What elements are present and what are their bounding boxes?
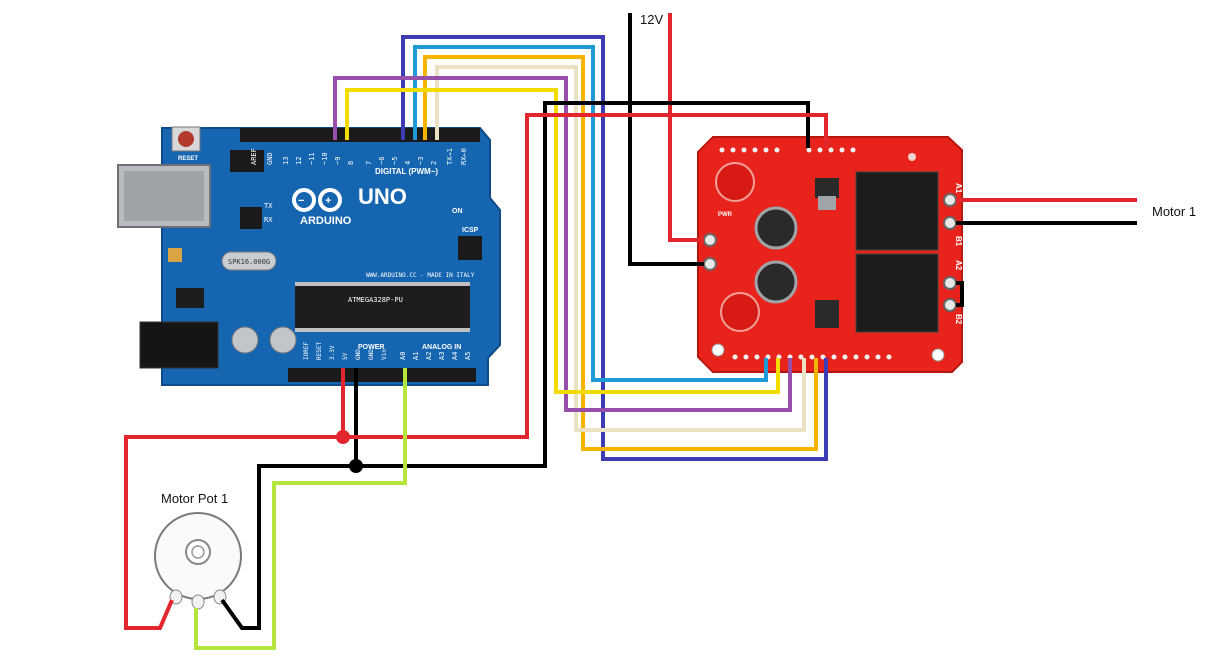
wire-purple: [333, 76, 792, 412]
analog-label: ANALOG IN: [422, 344, 461, 351]
pin-label: 12: [295, 157, 303, 165]
pwr-terminal-minus: [703, 257, 717, 271]
pin-label: IOREF: [303, 342, 310, 360]
pin-label: GND: [266, 152, 274, 165]
pin-label: ~10: [321, 152, 329, 165]
pin-label: ~11: [308, 152, 316, 165]
terminal-label: B1: [954, 236, 963, 247]
pin-label: ~9: [334, 157, 342, 165]
crystal-label: SPK16.000G: [228, 258, 270, 266]
tx-label: TX: [264, 202, 273, 210]
pot-shaft: [185, 539, 211, 565]
pin-label: A5: [464, 352, 472, 360]
terminal-label: A2: [954, 260, 963, 271]
wire-5v-red: [341, 113, 828, 439]
pin-label: 5V: [342, 352, 349, 360]
pin-label: A0: [399, 352, 407, 360]
usb-chip: [240, 207, 262, 229]
pin-label: A3: [438, 352, 446, 360]
motor-driver-shield: PWR A1 B1 A2 B2: [697, 136, 963, 373]
crystal: [221, 251, 277, 271]
svg-text:+: +: [325, 195, 331, 207]
pin-label: 3.3V: [329, 345, 336, 360]
pwr-terminal-plus: [703, 233, 717, 247]
pin-label: 8: [347, 161, 355, 165]
pin-label: ~3: [417, 157, 425, 165]
power-pin-labels: IOREF RESET 3.3V 5V GND GND Vin: [303, 342, 388, 360]
wire-blue: [401, 35, 828, 461]
icsp-label: ICSP: [462, 227, 479, 234]
wire-12v-red: [668, 13, 704, 242]
terminal-label: A1: [954, 183, 963, 194]
potentiometer: [154, 512, 242, 610]
junction-gnd: [349, 459, 363, 473]
on-label: ON: [452, 208, 463, 215]
wire-pot-green: [194, 368, 407, 650]
pin-label: TX→1: [446, 148, 454, 165]
website-label: WWW.ARDUINO.CC - MADE IN ITALY: [366, 272, 475, 279]
motor-label: Motor 1: [1152, 204, 1196, 219]
capacitor: [269, 326, 297, 354]
analog-header: [398, 368, 476, 382]
pin-label: A4: [451, 352, 459, 360]
rx-label: RX: [264, 216, 273, 224]
motor-terminals: A1 B1 A2 B2: [943, 183, 963, 325]
chip-label: ATMEGA328P-PU: [348, 296, 403, 304]
shield-capacitor: [754, 260, 798, 304]
pin-label: A2: [425, 352, 433, 360]
driver-chip: [855, 171, 939, 251]
arduino-uno-board: RESET AREF GND 13 12 ~11 ~10 ~9 8 7 ~6 ~…: [117, 126, 501, 386]
reset-label: RESET: [178, 156, 198, 162]
arduino-logo: − +: [292, 188, 342, 212]
pin-label: 13: [282, 157, 290, 165]
supply-label: 12V: [640, 12, 663, 27]
svg-text:−: −: [298, 195, 304, 207]
wire-gnd-black: [354, 101, 810, 468]
pin-label: ~5: [391, 157, 399, 165]
capacitor: [231, 326, 259, 354]
pin-label: 2: [430, 161, 438, 165]
pin-label: AREF: [250, 148, 258, 165]
pin-label: ~6: [378, 157, 386, 165]
pin-label: RESET: [316, 342, 323, 360]
wire-pot-black: [220, 464, 356, 630]
pin-label: A1: [412, 352, 420, 360]
pin-label: RX←0: [460, 148, 468, 165]
terminal-label: B2: [954, 314, 963, 325]
wire-supply-gnd-black: [628, 13, 704, 266]
wires: [124, 13, 1137, 650]
digital-label: DIGITAL (PWM~): [375, 167, 438, 176]
shield-capacitor: [754, 206, 798, 250]
atmega-chip: [295, 285, 470, 329]
power-jack: [139, 321, 219, 369]
wire-cyan: [413, 45, 768, 382]
power-label: POWER: [358, 344, 384, 351]
pin-label: 4: [404, 161, 412, 165]
pin-label: GND: [355, 349, 362, 360]
pot-label: Motor Pot 1: [161, 491, 228, 506]
analog-pin-labels: A0 A1 A2 A3 A4 A5: [399, 352, 472, 360]
pin-label: GND: [368, 349, 375, 360]
digital-pin-labels: AREF GND 13 12 ~11 ~10 ~9 8 7 ~6 ~5 4 ~3…: [250, 148, 468, 165]
arduino-brand: ARDUINO: [300, 215, 352, 227]
pot-pin: [191, 594, 205, 610]
digital-header: [240, 128, 480, 142]
junction-5v: [336, 430, 350, 444]
wire-motor-b2-black: [956, 281, 964, 307]
driver-chip: [855, 253, 939, 333]
pwr-label: PWR: [718, 212, 733, 218]
pin-label: 7: [365, 161, 373, 165]
arduino-model: UNO: [358, 184, 407, 209]
wire-orange: [423, 55, 818, 451]
pin-label: Vin: [381, 349, 388, 360]
wire-yellow: [345, 88, 780, 394]
wire-pot-red: [124, 435, 343, 630]
shield-header-pins: [719, 147, 892, 360]
